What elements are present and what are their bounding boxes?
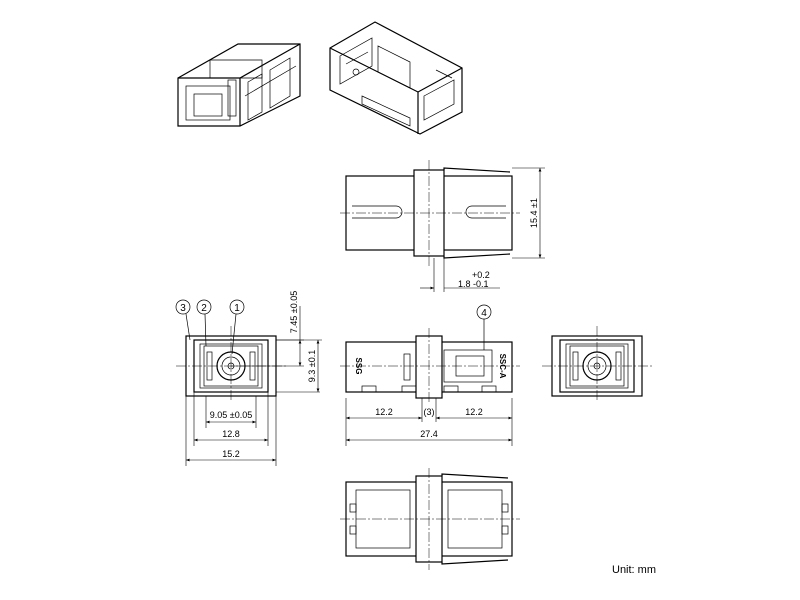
front-view-dimensions — [185, 306, 322, 466]
callout-2: 2 — [201, 303, 207, 314]
mark-left: SSG — [354, 358, 363, 375]
callout-4: 4 — [481, 308, 487, 319]
callout-4-group — [476, 304, 492, 350]
top-view-dimensions — [420, 167, 545, 292]
dim-body-width: 12.8 — [222, 429, 240, 439]
dim-side-right: 12.2 — [465, 407, 483, 417]
top-view — [340, 160, 520, 268]
dim-inner-width: 9.05 ±0.05 — [210, 410, 252, 420]
dim-flange-width: 15.2 — [222, 449, 240, 459]
callout-3: 3 — [180, 303, 186, 314]
front-end-view — [176, 326, 288, 402]
dim-latch-tol-plus: +0.2 — [472, 270, 490, 280]
rear-end-view — [542, 326, 652, 402]
dim-side-center: (3) — [424, 407, 435, 417]
isometric-view-front — [177, 43, 301, 127]
dim-total-length: 27.4 — [420, 429, 438, 439]
isometric-view-rear — [329, 21, 463, 135]
dim-inner-height: 9.3 ±0.1 — [307, 350, 317, 382]
side-view-dimensions — [345, 398, 513, 446]
unit-label: Unit: mm — [612, 564, 656, 576]
bottom-view — [340, 468, 520, 570]
dim-latch-value: 1.8 -0.1 — [458, 279, 489, 289]
side-view — [340, 328, 520, 404]
mark-right: SSC-A — [498, 354, 507, 379]
dim-half-height: 7.45 ±0.05 — [289, 291, 299, 333]
callouts-front — [175, 299, 245, 355]
callout-1: 1 — [234, 303, 240, 314]
dim-side-left: 12.2 — [375, 407, 393, 417]
dim-height-overall: 15.4 ±1 — [529, 198, 539, 228]
